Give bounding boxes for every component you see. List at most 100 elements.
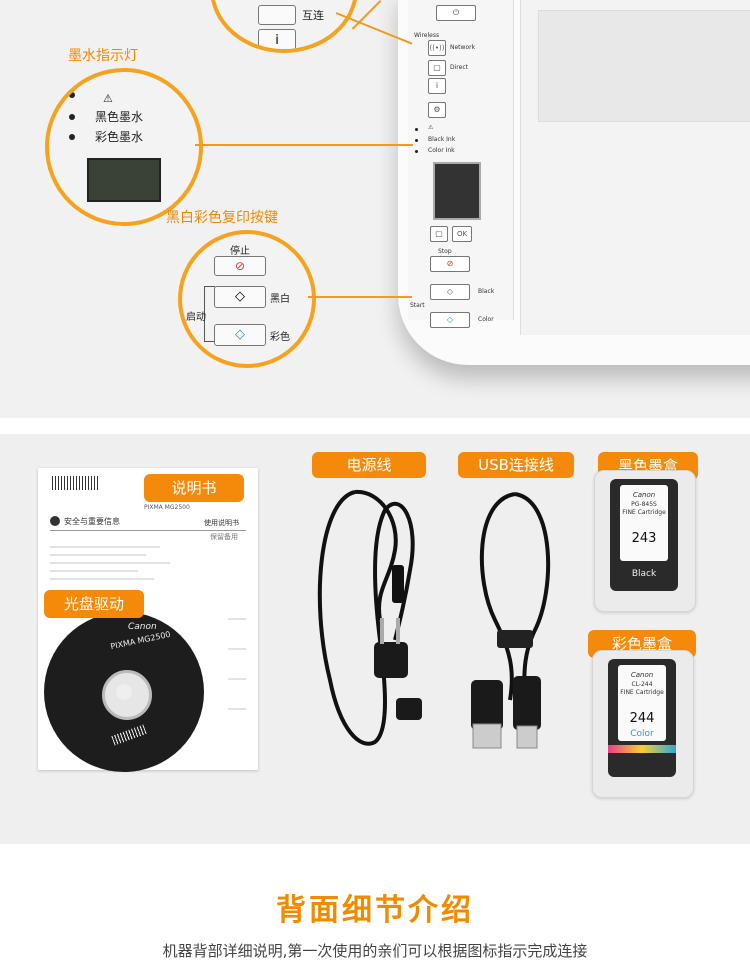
zoom-circle-ink: ⚠ 黑色墨水 彩色墨水 — [45, 68, 203, 226]
power-cable — [317, 489, 422, 746]
panel-stop-label: Stop — [438, 248, 452, 255]
zoom-lcd — [87, 158, 161, 202]
cd-hole — [116, 684, 132, 700]
panel-color-label: Color — [478, 316, 494, 323]
panel-network-label: Network — [450, 44, 476, 51]
cd-brand: Canon — [128, 622, 157, 632]
usb-cable — [471, 492, 551, 749]
alarm-led — [415, 128, 418, 131]
printer-panel-section: ⏻ Wireless ((•)) Network ▢ Direct i ⚙ ⚠ … — [0, 0, 750, 418]
network-button[interactable]: ((•)) — [428, 40, 446, 56]
manual-barcode — [52, 476, 100, 490]
black-cartridge-type: FINE Cartridge — [622, 509, 666, 516]
manual-subheading: 使用说明书 — [204, 519, 239, 527]
manual-text-line — [50, 570, 138, 572]
usb-a-plug — [471, 680, 503, 730]
panel-direct-label: Direct — [450, 64, 468, 71]
manual-tag: 说明书 — [144, 474, 244, 502]
power-button[interactable]: ⏻ — [436, 5, 476, 21]
panel-wireless-label: Wireless — [414, 32, 440, 39]
manual-text-line — [50, 546, 160, 548]
zoom-stop-button[interactable]: ⊘ — [214, 256, 266, 276]
manual-text-line — [228, 648, 246, 650]
info-button[interactable]: i — [428, 78, 446, 94]
color-ink-led — [415, 150, 418, 153]
copy-button[interactable]: ▢ — [430, 226, 448, 242]
color-cartridge-stripe — [608, 745, 676, 753]
driver-cd: Canon PIXMA MG2500 — [44, 612, 204, 772]
manual-text-line — [50, 562, 170, 564]
manual-text-line — [228, 678, 246, 680]
manual-divider — [50, 530, 246, 531]
color-cartridge-code: CL-244 — [631, 681, 653, 688]
manual-model: PIXMA MG2500 — [144, 504, 190, 511]
zoom-info-button[interactable]: i — [258, 29, 296, 49]
section-title: 背面细节介绍 — [276, 893, 474, 928]
black-cartridge-number: 243 — [631, 531, 657, 546]
black-cartridge-color: Black — [631, 569, 657, 579]
power-connector — [396, 698, 422, 720]
printer-body: ⏻ Wireless ((•)) Network ▢ Direct i ⚙ ⚠ … — [398, 0, 750, 365]
zoom-stop-label: 停止 — [230, 246, 250, 257]
manual-text-line — [50, 554, 146, 556]
callout-line-ink — [195, 144, 413, 146]
manual-note: 保留备用 — [210, 533, 238, 541]
usb-cable-tag: USB连接线 — [458, 452, 574, 478]
color-cartridge-brand: Canon — [630, 671, 654, 679]
warning-icon: ⚠ — [428, 124, 434, 131]
manual-heading: 安全与重要信息 — [64, 517, 120, 526]
cd-center-ring — [102, 670, 152, 720]
black-cartridge-brand: Canon — [632, 491, 656, 499]
usb-ferrite — [497, 630, 533, 648]
ink-indicator-callout: 墨水指示灯 — [68, 48, 138, 64]
zoom-warning-icon: ⚠ — [103, 92, 113, 105]
zoom-circle-top: i 互连 — [210, 0, 358, 53]
power-plug — [374, 642, 408, 678]
cd-tag: 光盘驱动 — [44, 590, 144, 618]
color-start-button[interactable]: ◇ — [430, 312, 470, 328]
black-cartridge: Canon PG-845S FINE Cartridge 243 Black — [594, 470, 696, 612]
manual-text-line — [228, 618, 246, 620]
copy-buttons-callout: 黑白彩色复印按键 — [166, 210, 278, 226]
control-panel: ⏻ Wireless ((•)) Network ▢ Direct i ⚙ ⚠ … — [408, 0, 514, 328]
black-cartridge-body: Canon PG-845S FINE Cartridge 243 Black — [610, 479, 678, 591]
scanner-glass — [538, 10, 750, 122]
zoom-color-ink-dot — [69, 134, 75, 140]
color-cartridge-color: Color — [630, 729, 654, 739]
zoom-color-ink-label: 彩色墨水 — [95, 130, 144, 144]
section-gap — [0, 418, 750, 434]
ok-button[interactable]: OK — [452, 226, 472, 242]
color-cartridge-label: Canon CL-244 FINE Cartridge 244 Color — [618, 665, 666, 741]
zoom-black-ink-dot — [69, 114, 75, 120]
zoom-color-start-button[interactable]: ◇ — [214, 324, 266, 346]
stop-button[interactable]: ⊘ — [430, 256, 470, 272]
color-cartridge: Canon CL-244 FINE Cartridge 244 Color — [592, 650, 694, 798]
manual-text-line — [50, 578, 154, 580]
section-subtitle: 机器背部详细说明,第一次使用的亲们可以根据图标指示完成连接 — [162, 942, 588, 960]
black-cartridge-label: Canon PG-845S FINE Cartridge 243 — [620, 485, 668, 561]
zoom-alarm-dot — [69, 92, 75, 98]
lcd-display — [433, 162, 481, 220]
color-cartridge-body: Canon CL-244 FINE Cartridge 244 Color — [608, 659, 676, 777]
cd-model: PIXMA MG2500 — [109, 629, 172, 652]
direct-button[interactable]: ▢ — [428, 60, 446, 76]
zoom-partial-label: 互连 — [302, 9, 324, 22]
manual-logo-icon — [50, 516, 60, 526]
zoom-color-label: 彩色 — [270, 332, 290, 343]
zoom-start-label: 启动 — [186, 312, 206, 323]
panel-color-ink-label: Color Ink — [428, 147, 455, 154]
panel-start-label: Start — [410, 302, 425, 309]
usb-b-plug — [513, 676, 541, 730]
power-cable-band — [392, 565, 404, 603]
settings-button[interactable]: ⚙ — [428, 102, 446, 118]
zoom-black-ink-label: 黑色墨水 — [95, 110, 144, 124]
zoom-start-bracket — [204, 286, 215, 342]
color-cartridge-number: 244 — [629, 711, 655, 726]
black-start-button[interactable]: ◇ — [430, 284, 470, 300]
power-cable-tag: 电源线 — [312, 452, 426, 478]
zoom-black-label: 黑白 — [270, 294, 290, 305]
zoom-settings-button[interactable] — [258, 5, 296, 25]
zoom-black-start-button[interactable]: ◇ — [214, 286, 266, 308]
black-ink-led — [415, 139, 418, 142]
callout-line-copy — [308, 296, 412, 298]
